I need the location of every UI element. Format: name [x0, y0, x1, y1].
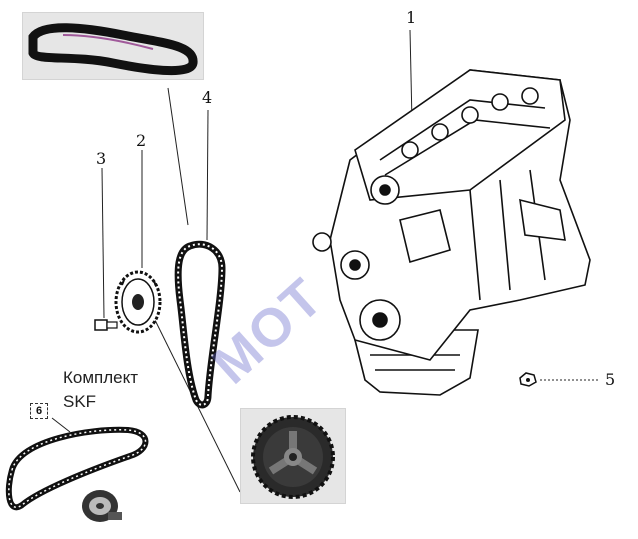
callout-2: 2	[136, 131, 147, 150]
callout-4: 4	[202, 88, 213, 107]
timing-belt-drawing	[174, 240, 226, 409]
tensioner-drawing	[82, 490, 122, 522]
bolt-drawing	[94, 319, 118, 331]
leader-line-4	[206, 109, 209, 241]
leader-line-3	[101, 167, 105, 319]
leader-line-1	[409, 29, 413, 123]
callout-6: 6	[30, 403, 48, 419]
sprocket-drawing	[114, 270, 162, 334]
kit-label-line2: SKF	[63, 392, 97, 411]
callout-1: 1	[406, 8, 417, 27]
washer-drawing	[519, 372, 537, 387]
sprocket-photo	[240, 408, 346, 504]
leader-belt-photo	[167, 87, 189, 226]
callout-5: 5	[605, 370, 616, 389]
callout-3: 3	[96, 149, 107, 168]
engine-drawing	[312, 69, 591, 396]
leader-line-6	[51, 417, 71, 433]
kit-belt-drawing	[5, 426, 149, 511]
kit-label-line1: Комплект	[63, 368, 139, 387]
timing-belt-photo	[22, 12, 204, 80]
